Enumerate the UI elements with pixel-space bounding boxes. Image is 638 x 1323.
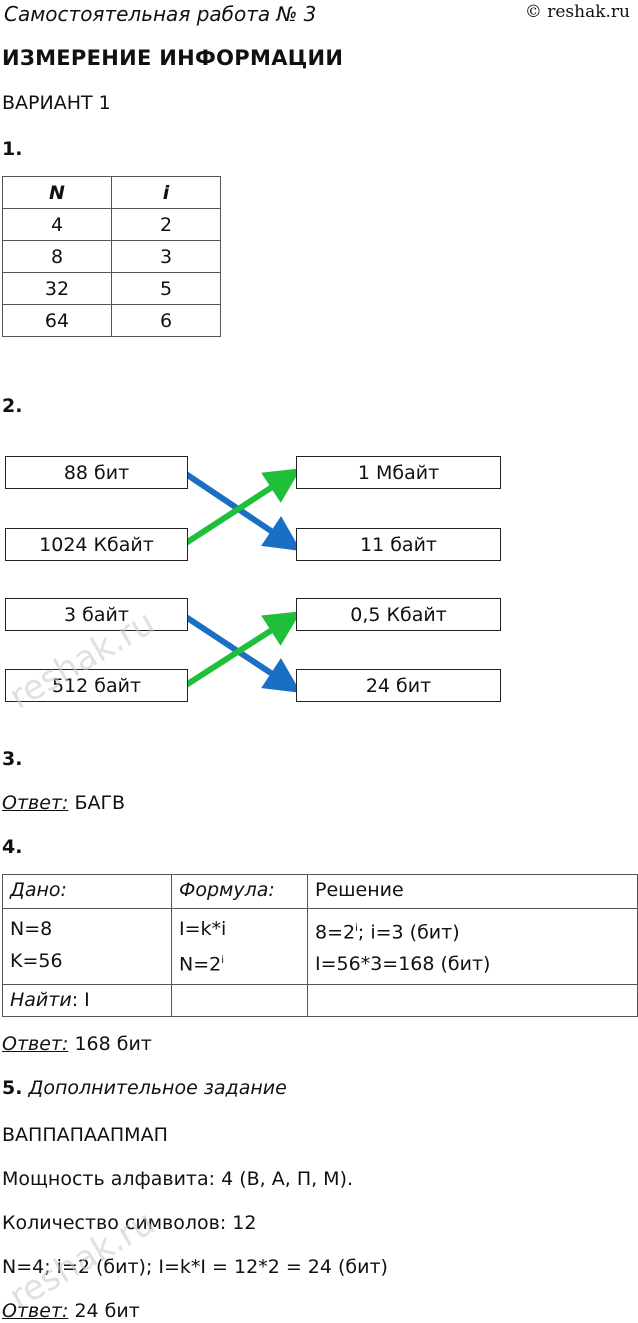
header-solution: Решение	[307, 874, 638, 909]
task5-number: 5.	[2, 1077, 23, 1099]
empty-cell	[307, 984, 638, 1018]
task3-number: 3.	[2, 748, 23, 770]
task1-number: 1.	[2, 138, 23, 160]
table-header-row: N i	[2, 176, 221, 209]
left-box-88-bit: 88 бит	[5, 456, 188, 489]
left-box-1024-kbyte: 1024 Кбайт	[5, 528, 188, 561]
solution-step-2: I=56*3=168 (бит)	[315, 953, 491, 976]
find-cell: Найти: I	[2, 984, 172, 1018]
task5-heading: 5. Дополнительное задание	[2, 1077, 287, 1099]
left-box-512-byte: 512 байт	[5, 669, 188, 702]
right-box-11-byte: 11 байт	[296, 528, 501, 561]
cell-n: 64	[2, 304, 112, 337]
formula-volume: I=k*i	[179, 918, 227, 940]
given-cell: N=8 K=56	[2, 907, 172, 986]
arrow-green-2	[184, 611, 302, 688]
task5-alphabet-power: Мощность алфавита: 4 (В, А, П, М).	[2, 1168, 354, 1190]
left-box-3-byte: 3 байт	[5, 598, 188, 631]
cell-n: 4	[2, 208, 112, 241]
answer-value: БАГВ	[74, 792, 126, 814]
task5-answer: Ответ: 24 бит	[2, 1300, 140, 1322]
task4-answer: Ответ: 168 бит	[2, 1033, 152, 1055]
answer-value: 168 бит	[74, 1033, 152, 1055]
answer-value: 24 бит	[74, 1300, 140, 1322]
matching-arrows	[184, 468, 302, 693]
cell-i: 5	[111, 272, 221, 305]
task5-title: Дополнительное задание	[28, 1077, 287, 1099]
task5-symbol-count: Количество символов: 12	[2, 1212, 257, 1234]
header-given: Дано:	[2, 874, 172, 909]
site-credit: © reshak.ru	[524, 2, 630, 22]
arrow-green-1	[184, 468, 302, 546]
answer-label: Ответ:	[2, 1300, 69, 1322]
formula-power: N=2i	[179, 953, 225, 976]
variant-label: ВАРИАНТ 1	[2, 92, 111, 114]
empty-cell	[171, 984, 308, 1018]
given-n: N=8	[10, 918, 53, 940]
right-box-1-mbyte: 1 Мбайт	[296, 456, 501, 489]
table-row: 4 2	[2, 208, 221, 241]
page-title: ИЗМЕРЕНИЕ ИНФОРМАЦИИ	[2, 46, 344, 70]
task4-table: Дано: Формула: Решение N=8 K=56 I=k*i N=…	[2, 874, 638, 1018]
solution-step-1: 8=2i; i=3 (бит)	[315, 921, 460, 944]
right-box-0-5-kbyte: 0,5 Кбайт	[296, 598, 501, 631]
task3-answer: Ответ: БАГВ	[2, 792, 125, 814]
cell-n: 8	[2, 240, 112, 273]
formula-cell: I=k*i N=2i	[171, 907, 308, 986]
task1-table: N i 4 2 8 3 32 5 64 6	[2, 176, 221, 337]
column-header-n: N	[2, 176, 112, 209]
table-row: 8 3	[2, 240, 221, 273]
header-formula: Формула:	[171, 874, 308, 909]
answer-label: Ответ:	[2, 1033, 69, 1055]
table-row: 64 6	[2, 304, 221, 337]
task4-number: 4.	[2, 836, 23, 858]
solution-cell: 8=2i; i=3 (бит) I=56*3=168 (бит)	[307, 907, 638, 986]
task5-string: ВАППАПААПМАП	[2, 1124, 168, 1146]
cell-i: 6	[111, 304, 221, 337]
right-box-24-bit: 24 бит	[296, 669, 501, 702]
cell-i: 3	[111, 240, 221, 273]
given-k: K=56	[10, 950, 63, 972]
page-header-title: Самостоятельная работа № 3	[4, 2, 317, 26]
task5-calculation: N=4; i=2 (бит); I=k*I = 12*2 = 24 (бит)	[2, 1256, 388, 1278]
cell-n: 32	[2, 272, 112, 305]
table-row: 32 5	[2, 272, 221, 305]
cell-i: 2	[111, 208, 221, 241]
answer-label: Ответ:	[2, 792, 69, 814]
column-header-i: i	[111, 176, 221, 209]
task2-number: 2.	[2, 395, 23, 417]
